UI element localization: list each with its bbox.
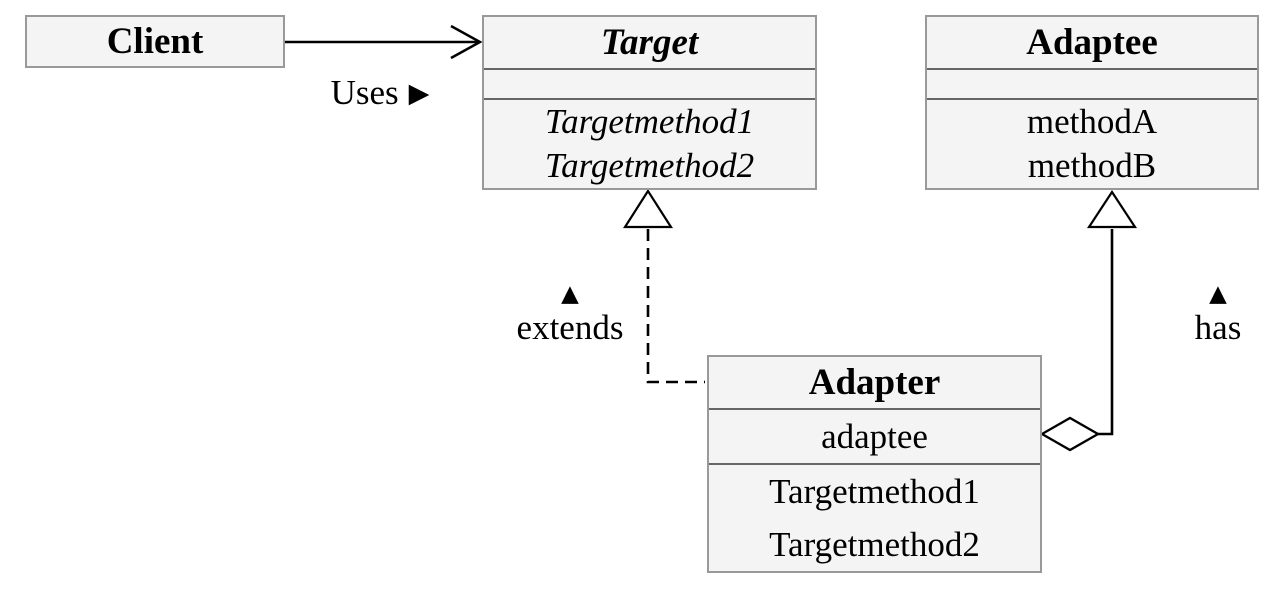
class-client-box: Client	[25, 15, 285, 68]
hollow-triangle-arrowhead-icon	[622, 188, 674, 229]
class-target-title: Target	[600, 22, 699, 63]
class-adapter-box: Adapter adaptee Targetmethod1 Targetmeth…	[707, 355, 1042, 573]
has-label-text: has	[1194, 308, 1242, 347]
method-row: Targetmethod1	[769, 471, 980, 511]
realization-dashed-line	[646, 229, 705, 384]
open-arrowhead-icon	[450, 24, 483, 60]
right-triangle-icon: ▶	[408, 77, 430, 109]
hollow-triangle-arrowhead-icon	[1086, 189, 1138, 229]
uses-label: Uses ▶	[312, 73, 448, 112]
method-row: Targetmethod1	[544, 102, 755, 141]
aggregation-diamond-icon	[1039, 416, 1101, 452]
method-row: Targetmethod2	[544, 146, 755, 185]
method-row: Targetmethod2	[769, 524, 980, 564]
class-adaptee-methods-section: methodA methodB	[927, 98, 1257, 188]
method-row: methodA	[1026, 102, 1158, 141]
association-uses-connector	[285, 24, 483, 60]
class-adapter-title: Adapter	[808, 362, 941, 403]
extends-label: ▲ extends	[500, 283, 640, 348]
up-triangle-icon: ▲	[1209, 281, 1227, 307]
extends-label-text: extends	[516, 308, 624, 347]
class-target-methods-section: Targetmethod1 Targetmethod2	[484, 98, 815, 188]
class-adapter-methods-section: Targetmethod1 Targetmethod2	[709, 463, 1040, 571]
aggregation-line	[1098, 229, 1114, 436]
class-adaptee-title: Adaptee	[1026, 22, 1158, 63]
up-triangle-icon: ▲	[561, 281, 579, 307]
class-adaptee-box: Adaptee methodA methodB	[925, 15, 1259, 190]
has-label: ▲ has	[1168, 283, 1268, 348]
class-adapter-attributes-section: adaptee	[709, 408, 1040, 463]
method-row: methodB	[1027, 146, 1157, 185]
uses-label-text: Uses	[330, 73, 399, 112]
class-target-box: Target Targetmethod1 Targetmethod2	[482, 15, 817, 190]
aggregation-has-connector	[1039, 189, 1138, 452]
class-adaptee-attributes-section-empty	[927, 68, 1257, 98]
attribute-row: adaptee	[821, 416, 928, 456]
class-target-attributes-section-empty	[484, 68, 815, 98]
class-client-title: Client	[106, 21, 204, 62]
